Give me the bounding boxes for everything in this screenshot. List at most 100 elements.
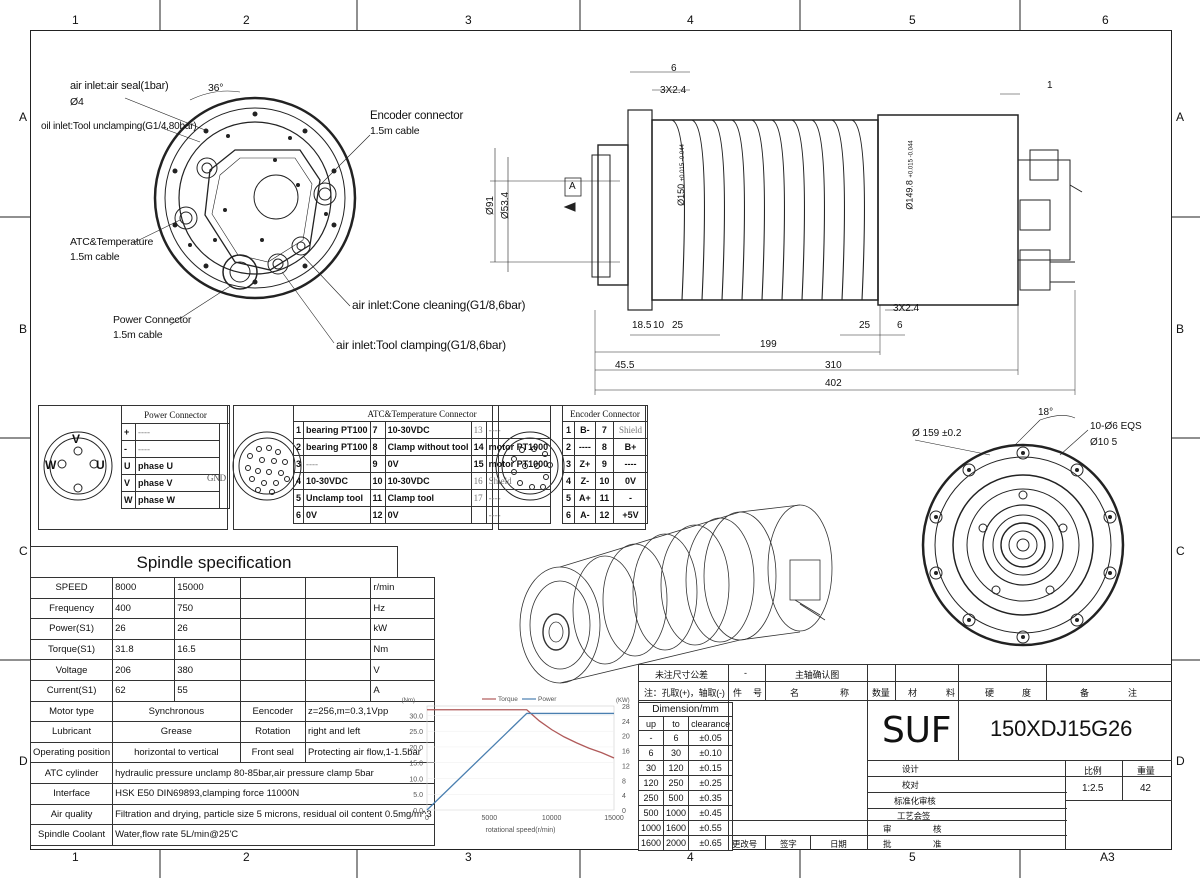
encoder-cell: 8 — [594, 438, 614, 456]
zone-col-2-bottom: 2 — [243, 850, 250, 864]
encoder-connector-label: Encoder connector — [370, 110, 464, 122]
encoder-cell: 10 — [594, 472, 614, 490]
atc-cell: 13 — [470, 421, 487, 439]
cone-cleaning-label: air inlet:Cone cleaning(G1/8,6bar) — [352, 298, 526, 312]
chart-legend-label: Torque — [498, 696, 518, 703]
chart-y-right-tick: 0 — [622, 808, 626, 815]
review-label-l: 审 — [883, 824, 892, 834]
chart-y-right-tick: 12 — [622, 763, 630, 770]
header-no: 号 — [753, 688, 762, 698]
dim-3x24-bottom: 3X2.4 — [893, 303, 920, 314]
model-number: 150XDJ15G26 — [990, 716, 1133, 741]
encoder-cell: +5V — [612, 506, 649, 524]
header-hardness: 硬 — [985, 688, 994, 698]
atc-cell: 6 — [292, 506, 305, 524]
atc-cell: 8 — [369, 438, 386, 456]
phi4-label: Ø4 — [70, 96, 84, 108]
chart-y-left-tick: 15.0 — [409, 761, 423, 768]
zone-row-d-right: D — [1176, 754, 1185, 768]
untoleranced-label: 未注尺寸公差 — [655, 670, 708, 680]
pin-v: V — [72, 432, 80, 446]
change-no-label: 更改号 — [732, 839, 757, 849]
header-name2: 称 — [840, 688, 849, 698]
zone-col-5-bottom: 5 — [909, 850, 916, 864]
header-material2: 料 — [946, 688, 955, 698]
chart-y-left-tick: 10.0 — [409, 776, 423, 783]
header-item: 件 — [733, 688, 742, 698]
chart-series-torque — [427, 709, 615, 759]
phi159-label: Ø 159 ±0.2 — [912, 428, 962, 439]
drawing-frame — [30, 30, 1172, 850]
chart-x-tick: 15000 — [604, 815, 624, 822]
chart-y-left-tick: 30.0 — [409, 713, 423, 720]
chart-x-tick: 0 — [425, 815, 429, 822]
chart-y-left-tick: 5.0 — [413, 792, 423, 799]
sign-label: 签字 — [780, 839, 797, 849]
standard-review-label: 标准化审核 — [894, 796, 936, 806]
angle-18-label: 18° — [1038, 407, 1054, 418]
header-remark2: 注 — [1128, 688, 1137, 698]
chart-y-right-tick: 24 — [622, 719, 630, 726]
zone-col-4-bottom: 4 — [687, 850, 694, 864]
depth-label: Ø10 5 — [1090, 437, 1118, 448]
spec-value: Water,flow rate 5L/min@25'C — [112, 824, 435, 846]
atc-cell: motor PT1000 — [485, 438, 552, 456]
dim-3x24-top: 3X2.4 — [660, 85, 687, 96]
zone-col-6: 6 — [1102, 13, 1109, 27]
zone-row-a-right: A — [1176, 110, 1185, 124]
atc-cell — [470, 506, 487, 524]
process-signoff-label: 工艺会签 — [897, 811, 931, 821]
spec-label: Spindle Coolant — [29, 824, 114, 846]
header-material: 材 — [908, 688, 917, 698]
dim-1: 1 — [1047, 80, 1053, 91]
chart-y-left-tick: 0.0 — [413, 808, 423, 815]
atc-cell: 7 — [369, 421, 386, 439]
chart-y-right-tick: 8 — [622, 778, 626, 785]
chart-x-tick: 10000 — [542, 815, 562, 822]
isometric-view — [519, 504, 833, 684]
chart-y-left-label: (Nm) — [402, 698, 415, 704]
atc-temp-label: ATC&Temperature — [70, 236, 154, 248]
date-label: 日期 — [830, 839, 847, 849]
header-remark: 备 — [1080, 688, 1089, 698]
spindle-drawing-label: 主轴确认图 — [795, 670, 840, 680]
zone-row-b-right: B — [1176, 322, 1185, 336]
pin-w: W — [45, 458, 57, 472]
header-qty: 数量 — [872, 688, 890, 698]
header-hardness2: 度 — [1022, 688, 1031, 698]
zone-row-c: C — [19, 544, 28, 558]
rear-flange-view — [124, 90, 371, 344]
pin-u: U — [96, 458, 105, 472]
dim-25a: 25 — [672, 320, 684, 331]
brand-logo-text: SUF — [882, 710, 952, 751]
tolerance-cell: ±0.65 — [688, 835, 734, 851]
atc-cell: ---- — [485, 506, 552, 524]
zone-col-3-bottom: 3 — [465, 850, 472, 864]
spec-label: Eencoder — [239, 700, 306, 723]
zone-col-1-bottom: 1 — [72, 850, 79, 864]
dim-10: 10 — [653, 320, 665, 331]
zone-row-a: A — [19, 110, 28, 124]
approve-label-r: 准 — [933, 839, 942, 849]
atc-cable-label: 1.5m cable — [70, 251, 120, 263]
chart-y-right-tick: 28 — [622, 704, 630, 711]
dim-45-5: 45.5 — [615, 360, 635, 371]
tolerance-note: 注：孔取(+)，轴取(-) — [644, 688, 725, 698]
